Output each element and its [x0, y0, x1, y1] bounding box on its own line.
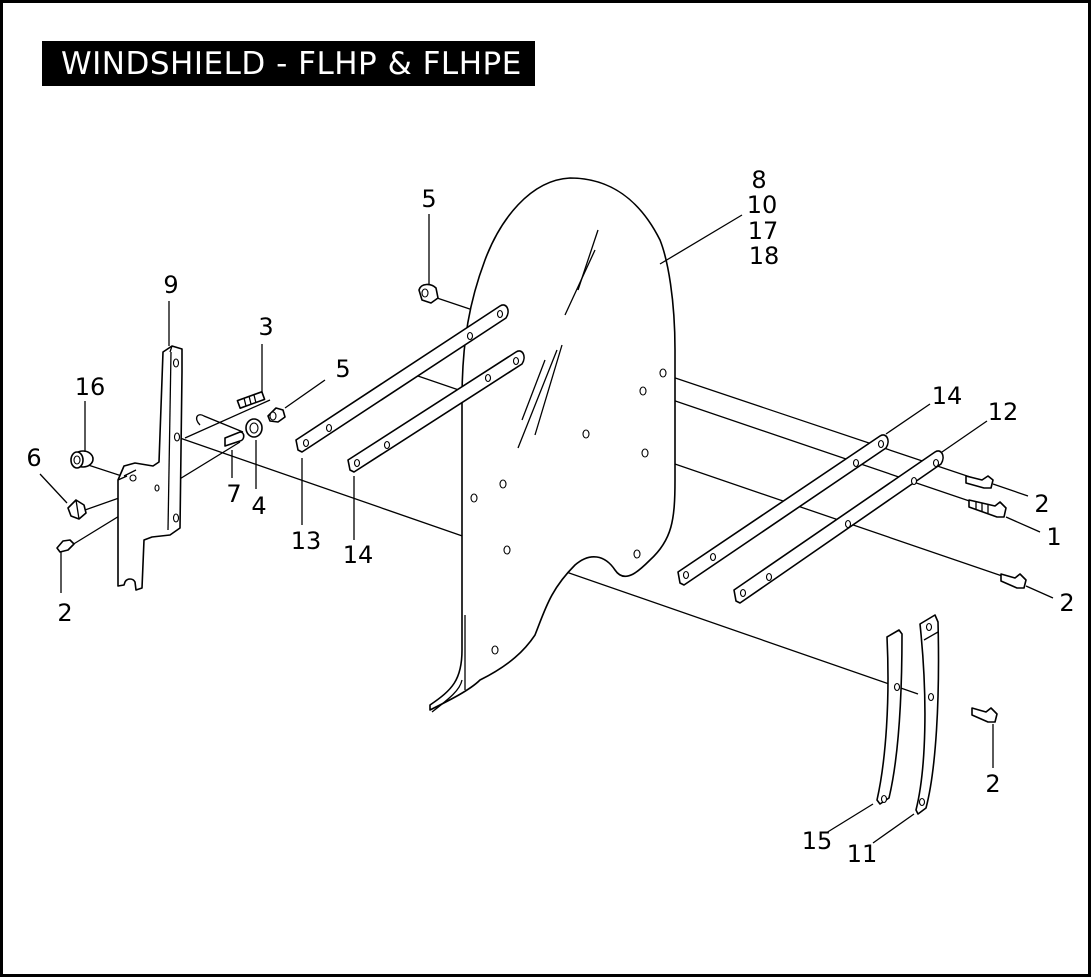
strip-12 [733, 450, 944, 604]
strip-14-left [347, 350, 525, 473]
windshield [429, 177, 676, 713]
callout-16: 16 [75, 373, 106, 401]
callout-2-left: 2 [57, 599, 72, 627]
acorn-nut-6 [67, 499, 87, 520]
stud-3 [236, 390, 266, 410]
screw-2-middle [1000, 573, 1027, 589]
strip-13 [295, 304, 509, 453]
callout-3: 3 [258, 313, 273, 341]
clip-7 [195, 414, 245, 447]
callout-13: 13 [291, 527, 322, 555]
brace-15 [876, 629, 903, 805]
callout-2-upper: 2 [1034, 490, 1049, 518]
callout-5-small: 5 [335, 355, 350, 383]
callout-2-middle: 2 [1059, 589, 1074, 617]
screw-1 [968, 499, 1007, 518]
callout-11: 11 [847, 840, 878, 868]
callout-17: 17 [748, 217, 779, 245]
grommet-16 [70, 450, 94, 469]
acorn-nut-5-top [418, 283, 439, 304]
callout-leaders [39, 214, 1054, 844]
callout-2-lower: 2 [985, 770, 1000, 798]
washer-4 [245, 418, 263, 438]
screw-2-upper [965, 475, 994, 489]
callout-15: 15 [802, 827, 833, 855]
title-bar: WINDSHIELD - FLHP & FLHPE [42, 41, 535, 86]
mounting-bracket [117, 345, 183, 591]
acorn-nut-5-small [267, 407, 286, 423]
callout-4: 4 [251, 492, 266, 520]
windshield-mounting-holes [470, 368, 667, 655]
page-title: WINDSHIELD - FLHP & FLHPE [61, 45, 522, 82]
callout-10: 10 [747, 191, 778, 219]
callout-14-left: 14 [343, 541, 374, 569]
callout-5-top: 5 [421, 185, 436, 213]
callout-9: 9 [163, 271, 178, 299]
callout-14-right: 14 [932, 382, 963, 410]
callout-1: 1 [1046, 523, 1061, 551]
callout-labels: 8 10 17 18 5 9 3 5 16 6 7 4 13 14 14 12 … [26, 166, 1074, 868]
brace-11 [915, 614, 940, 815]
exploded-parts-diagram: 8 10 17 18 5 9 3 5 16 6 7 4 13 14 14 12 … [26, 166, 1074, 868]
callout-7: 7 [226, 480, 241, 508]
strip-14-right [677, 434, 889, 586]
callout-12: 12 [988, 398, 1019, 426]
screw-2-left [56, 539, 75, 553]
callout-6: 6 [26, 444, 41, 472]
callout-18: 18 [749, 242, 780, 270]
callout-8: 8 [751, 166, 766, 194]
screw-2-lower [971, 707, 998, 723]
